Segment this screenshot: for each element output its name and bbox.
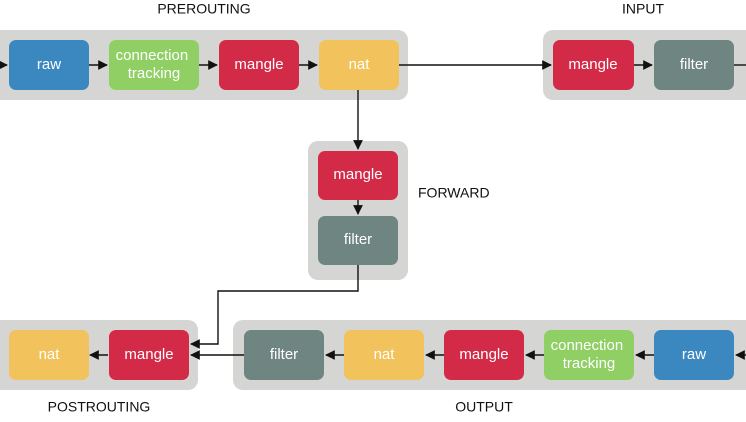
arrow-forward-to-postrouting: [190, 265, 359, 349]
postrouting-label: POSTROUTING: [48, 399, 151, 415]
input-mangle-node: mangle: [553, 40, 634, 90]
output-filter-text: filter: [270, 346, 298, 363]
postrouting-nat-node: nat: [9, 330, 89, 380]
output-filter-node: filter: [244, 330, 324, 380]
output-connection-tracking-node: connection tracking: [544, 330, 634, 380]
input-mangle-text: mangle: [568, 56, 617, 73]
output-label: OUTPUT: [455, 399, 513, 415]
forward-mangle-text: mangle: [333, 166, 382, 183]
output-nat-text: nat: [374, 346, 396, 363]
forward-filter-text: filter: [344, 231, 372, 248]
prerouting-nat-text: nat: [349, 56, 371, 73]
prerouting-connection-tracking-text: connection tracking: [116, 47, 193, 82]
prerouting-label: PREROUTING: [157, 1, 250, 17]
output-raw-text: raw: [682, 346, 706, 363]
input-filter-text: filter: [680, 56, 708, 73]
prerouting-mangle-text: mangle: [234, 56, 283, 73]
prerouting-raw-text: raw: [37, 56, 61, 73]
prerouting-raw-node: raw: [9, 40, 89, 90]
input-filter-node: filter: [654, 40, 734, 90]
output-mangle-node: mangle: [444, 330, 524, 380]
input-label: INPUT: [622, 1, 664, 17]
prerouting-connection-tracking-node: connection tracking: [109, 40, 199, 90]
forward-filter-node: filter: [318, 216, 398, 265]
postrouting-mangle-text: mangle: [124, 346, 173, 363]
postrouting-nat-text: nat: [39, 346, 61, 363]
forward-label: FORWARD: [418, 185, 490, 201]
postrouting-mangle-node: mangle: [109, 330, 189, 380]
output-nat-node: nat: [344, 330, 424, 380]
output-mangle-text: mangle: [459, 346, 508, 363]
output-raw-node: raw: [654, 330, 734, 380]
prerouting-mangle-node: mangle: [219, 40, 299, 90]
forward-mangle-node: mangle: [318, 151, 398, 200]
prerouting-nat-node: nat: [319, 40, 399, 90]
output-connection-tracking-text: connection tracking: [551, 337, 628, 372]
